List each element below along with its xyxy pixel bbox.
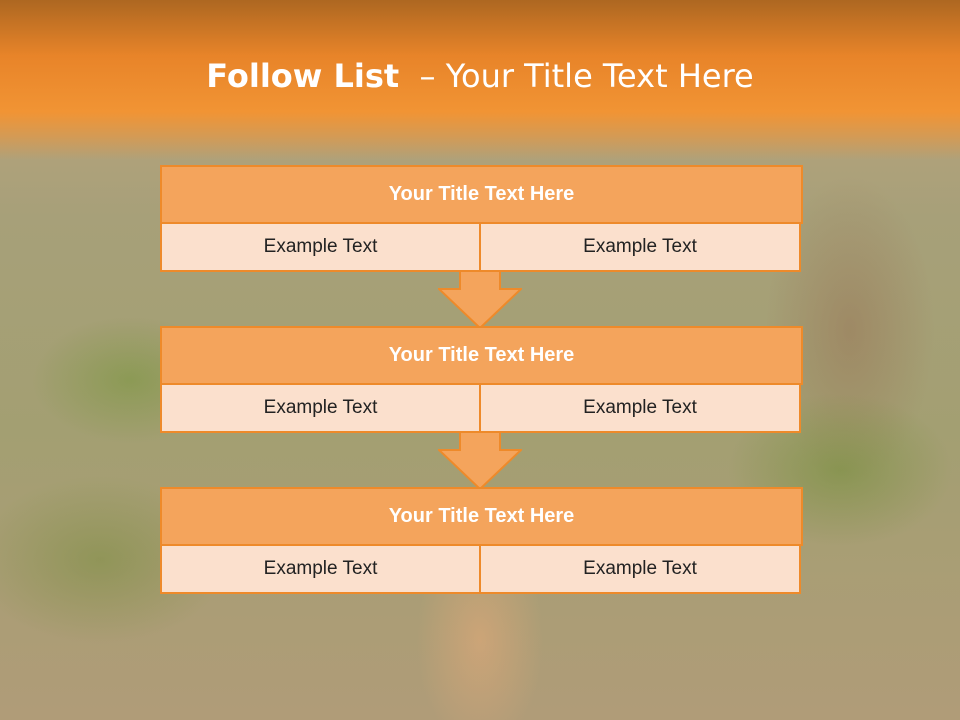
slide-title: Follow List – Your Title Text Here: [0, 54, 960, 98]
box-row: Example Text Example Text: [160, 224, 801, 272]
box-title: Your Title Text Here: [160, 487, 803, 546]
box-cell-right: Example Text: [481, 224, 801, 272]
title-bold: Follow List: [206, 57, 400, 95]
header-band: [0, 0, 960, 160]
box-cell-right: Example Text: [481, 385, 801, 433]
down-arrow-icon: [438, 271, 522, 329]
box-title: Your Title Text Here: [160, 165, 803, 224]
box-row: Example Text Example Text: [160, 385, 801, 433]
list-box-1: Your Title Text Here Example Text Exampl…: [160, 165, 803, 272]
list-box-3: Your Title Text Here Example Text Exampl…: [160, 487, 803, 594]
box-title: Your Title Text Here: [160, 326, 803, 385]
list-box-2: Your Title Text Here Example Text Exampl…: [160, 326, 803, 433]
box-row: Example Text Example Text: [160, 546, 801, 594]
box-cell-left: Example Text: [160, 546, 481, 594]
box-cell-right: Example Text: [481, 546, 801, 594]
title-rest: – Your Title Text Here: [419, 57, 754, 95]
box-cell-left: Example Text: [160, 224, 481, 272]
down-arrow-icon: [438, 432, 522, 490]
box-cell-left: Example Text: [160, 385, 481, 433]
